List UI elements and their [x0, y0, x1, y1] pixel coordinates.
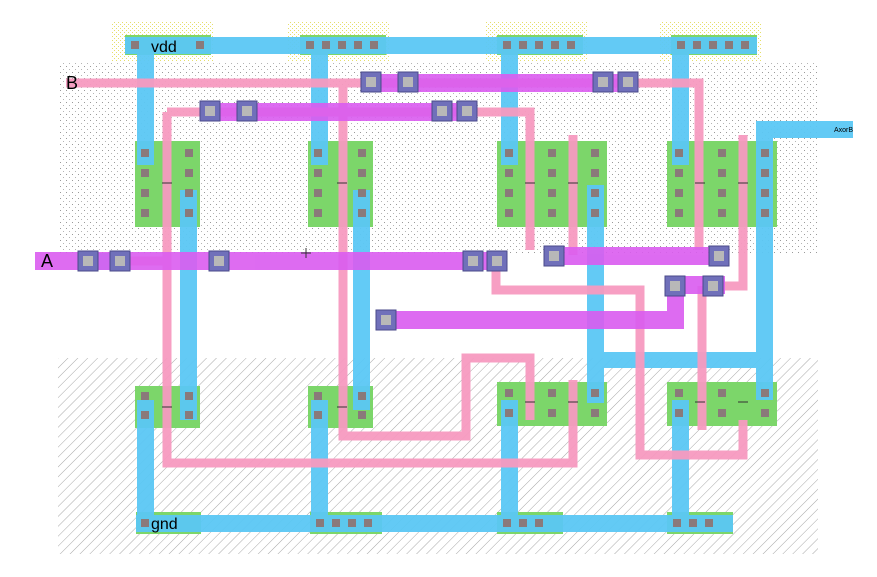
- gnd-label: gnd: [151, 516, 178, 533]
- poly-layer: [66, 78, 748, 468]
- input-b-label: B: [66, 73, 78, 93]
- vdd-label: vdd: [151, 39, 177, 56]
- output-label: AxorB: [834, 127, 853, 134]
- via-inner: [83, 77, 724, 325]
- output-pin-metal: [756, 121, 853, 138]
- vdd-rail: [125, 37, 757, 54]
- gnd-rail: [136, 515, 733, 532]
- contact-layer: [131, 41, 769, 527]
- input-a-pin-metal: [35, 252, 505, 270]
- gate-marks: [162, 182, 748, 408]
- input-a-label: A: [41, 251, 53, 271]
